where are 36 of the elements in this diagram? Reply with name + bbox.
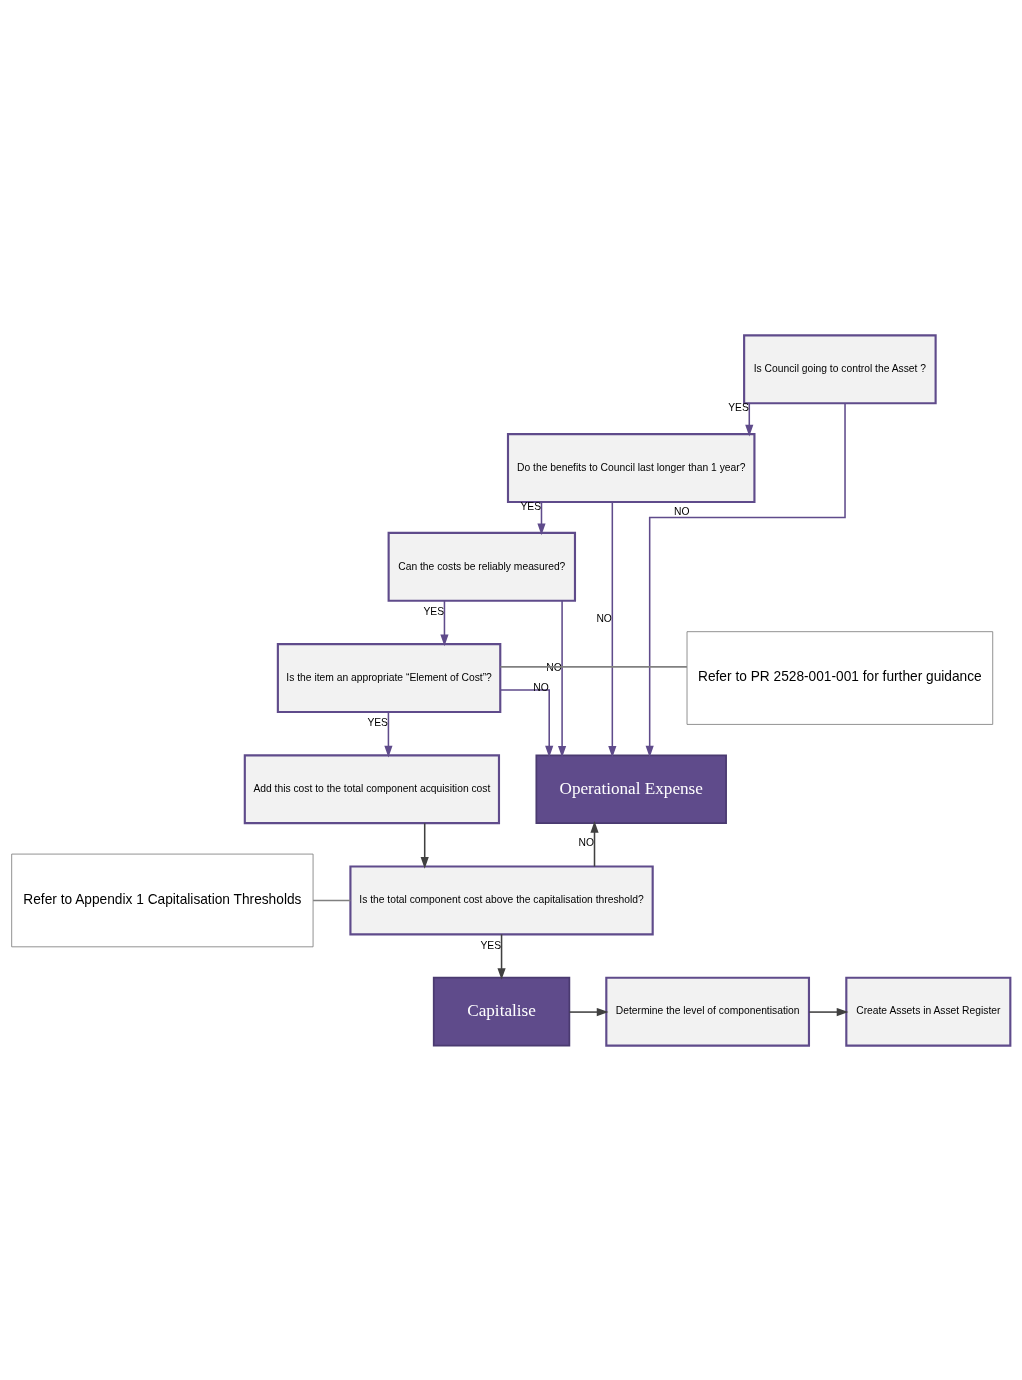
edge-label: YES	[480, 939, 502, 951]
edge-label: NO	[596, 612, 612, 624]
edge-label: YES	[423, 605, 445, 617]
node-box: Is the total component cost above the capitalisation threshold?	[349, 864, 654, 935]
arrow	[497, 933, 506, 980]
arrow	[608, 500, 617, 758]
node-box: Is Council going to control the Asset ?	[743, 333, 937, 404]
node-box: Is the item an appropriate “Element of Cost”?	[276, 642, 502, 713]
edge-label: YES	[367, 716, 388, 728]
connector	[499, 665, 688, 668]
arrow	[558, 599, 567, 758]
arrow	[745, 402, 754, 436]
edge-label: YES	[520, 500, 542, 512]
arrow	[384, 710, 393, 757]
arrow	[808, 1007, 849, 1016]
node-box: Can the costs be reliably measured?	[387, 531, 577, 602]
arrow	[590, 820, 599, 867]
edge-label: NO	[578, 836, 595, 848]
node-box: Create Assets in Asset Register	[845, 976, 1012, 1047]
arrow	[499, 688, 554, 757]
node-box: Do the benefits to Council last longer than 1 year?	[506, 432, 756, 503]
edge-label: NO	[674, 505, 690, 517]
arrow	[420, 821, 429, 869]
node-box: Refer to PR 2528-001-001 for further guidance	[686, 630, 994, 725]
arrow	[440, 599, 449, 646]
arrow	[537, 500, 546, 535]
arrow	[568, 1007, 609, 1016]
node-box: Operational Expense	[535, 753, 727, 824]
edge-label: NO	[533, 681, 549, 693]
arrow	[645, 402, 846, 757]
node-box: Determine the level of componentisation	[605, 976, 811, 1047]
connector	[312, 899, 352, 901]
node-box: Add this cost to the total component acquisition cost	[243, 753, 501, 824]
node-box: Refer to Appendix 1 Capitalisation Thresholds	[11, 853, 314, 947]
edge-label: YES	[728, 401, 749, 413]
node-box: Capitalise	[432, 976, 571, 1046]
